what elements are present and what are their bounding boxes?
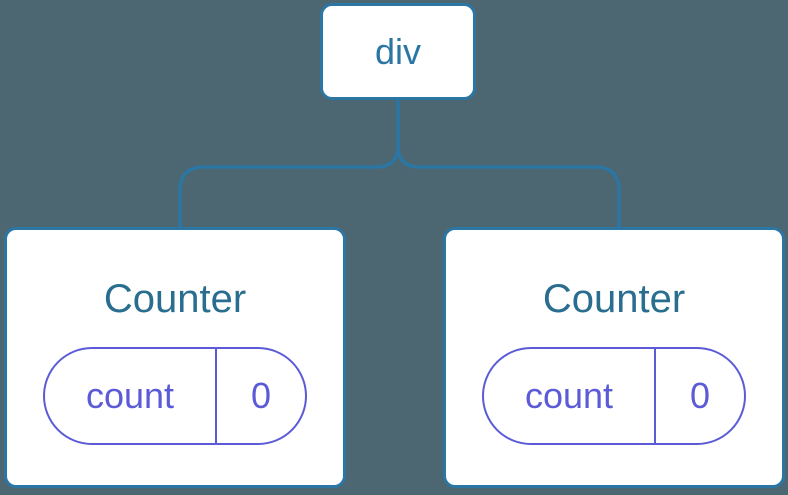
state-value: 0 [250, 375, 272, 416]
root-node: div [320, 3, 476, 100]
state-value: 0 [689, 375, 711, 416]
counter-card-right: Counter count 0 [443, 227, 785, 488]
state-key: count [484, 349, 656, 443]
counter-title: Counter [542, 277, 686, 321]
counter-title: Counter [103, 277, 247, 321]
connector-right-branch [396, 145, 621, 228]
state-key: count [45, 349, 217, 443]
state-pill: count 0 [43, 347, 307, 445]
connector-left-branch [178, 100, 400, 228]
state-pill: count 0 [482, 347, 746, 445]
root-node-label: div [374, 30, 422, 72]
counter-card-left: Counter count 0 [4, 227, 346, 488]
